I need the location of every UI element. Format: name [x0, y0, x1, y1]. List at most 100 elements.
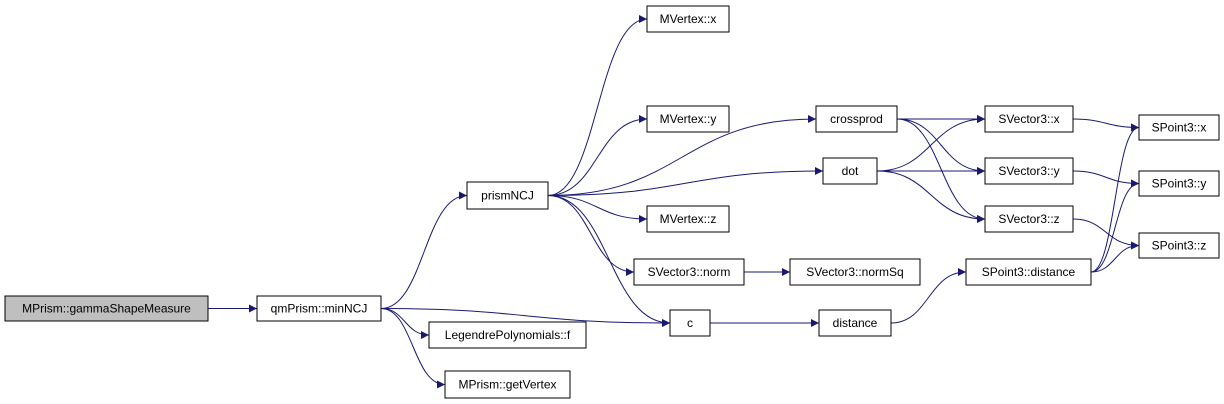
node-box [256, 295, 382, 322]
edge-distance-to-spoint3-distance [890, 268, 967, 324]
edge-line [1090, 241, 1140, 273]
edge-prismncj-to-svector3-norm [547, 195, 635, 276]
node-layer: MPrism::gammaShapeMeasure qmPrism::minNCJ… [4, 5, 1220, 399]
edge-line [876, 170, 986, 223]
node-box [789, 258, 921, 286]
node-box [646, 205, 730, 233]
edge-qmprism-minncj-to-c [380, 308, 671, 327]
edge-dot-to-svector3-x [876, 115, 986, 172]
edge-spoint3-distance-to-spoint3-y [1090, 179, 1140, 273]
edge-line [380, 308, 430, 339]
node-c[interactable]: c [669, 309, 711, 337]
node-label: LegendrePolynomials::f [445, 328, 571, 342]
node-spoint3-z[interactable]: SPoint3::z [1138, 232, 1220, 259]
node-mvertex-y[interactable]: MVertex::y [646, 105, 730, 133]
node-label: distance [833, 316, 878, 330]
node-box [965, 258, 1092, 286]
edge-qmprism-minncj-to-prismncj [380, 191, 468, 309]
node-box [428, 321, 587, 349]
edge-qmprism-minncj-to-mprism-getvertex [380, 308, 446, 389]
node-box [466, 181, 549, 210]
node-label: MPrism::getVertex [458, 378, 556, 392]
edge-line [547, 15, 648, 196]
edge-crossprod-to-svector3-y [896, 118, 986, 175]
edge-line [1090, 123, 1140, 273]
node-label: SVector3::normSq [806, 265, 903, 279]
edge-line [876, 115, 986, 172]
edge-line [1072, 118, 1140, 132]
node-box [818, 309, 892, 337]
edge-svector3-z-to-spoint3-z [1072, 218, 1140, 250]
node-label: MVertex::y [660, 112, 717, 126]
node-label: SPoint3::x [1152, 121, 1207, 135]
edge-svector3-y-to-spoint3-y [1072, 170, 1140, 188]
node-label: MVertex::z [660, 212, 717, 226]
node-label: MPrism::gammaShapeMeasure [22, 302, 191, 316]
node-label: SPoint3::y [1152, 177, 1207, 191]
node-svector3-x[interactable]: SVector3::x [984, 105, 1074, 133]
node-box [984, 157, 1074, 185]
edge-line [890, 268, 967, 324]
node-label: MVertex::x [660, 12, 717, 26]
node-box [984, 205, 1074, 233]
edge-prismncj-to-mvertex-x [547, 15, 648, 196]
edge-line [547, 115, 817, 196]
node-spoint3-distance[interactable]: SPoint3::distance [965, 258, 1092, 286]
edge-crossprod-to-svector3-z [896, 118, 986, 223]
node-spoint3-x[interactable]: SPoint3::x [1138, 114, 1220, 141]
node-box [646, 5, 730, 33]
edge-line [380, 308, 671, 327]
node-box [822, 157, 878, 185]
node-box [4, 295, 209, 322]
edge-qmprism-minncj-to-legendrepolynomials-f [380, 308, 430, 339]
edge-prismncj-to-c [547, 195, 671, 327]
edge-svector3-x-to-spoint3-x [1072, 118, 1140, 132]
node-svector3-normsq[interactable]: SVector3::normSq [789, 258, 921, 286]
node-box [669, 309, 711, 337]
edge-line [547, 115, 648, 196]
node-mprism-getvertex[interactable]: MPrism::getVertex [444, 370, 571, 399]
edge-line [1072, 218, 1140, 250]
edge-line [547, 195, 671, 327]
edge-prismncj-to-crossprod [547, 115, 817, 196]
node-label: SVector3::norm [648, 265, 731, 279]
edge-spoint3-distance-to-spoint3-z [1090, 241, 1140, 273]
node-label: crossprod [830, 112, 883, 126]
node-mprism-gammashapemeasure: MPrism::gammaShapeMeasure [4, 295, 209, 322]
node-box [1138, 170, 1220, 197]
node-mvertex-x[interactable]: MVertex::x [646, 5, 730, 33]
node-label: dot [842, 164, 859, 178]
edge-spoint3-distance-to-spoint3-x [1090, 123, 1140, 273]
node-qmprism-minncj[interactable]: qmPrism::minNCJ [256, 295, 382, 322]
node-dot[interactable]: dot [822, 157, 878, 185]
node-label: prismNCJ [481, 189, 534, 203]
edge-line [547, 195, 635, 276]
node-svector3-y[interactable]: SVector3::y [984, 157, 1074, 185]
edge-line [1072, 170, 1140, 188]
node-label: SPoint3::distance [982, 265, 1076, 279]
node-svector3-z[interactable]: SVector3::z [984, 205, 1074, 233]
node-mvertex-z[interactable]: MVertex::z [646, 205, 730, 233]
node-box [646, 105, 730, 133]
node-crossprod[interactable]: crossprod [815, 105, 898, 133]
node-prismncj[interactable]: prismNCJ [466, 181, 549, 210]
edge-line [380, 308, 446, 389]
node-label: SVector3::y [998, 164, 1059, 178]
node-box [444, 370, 571, 399]
node-legendrepolynomials-f[interactable]: LegendrePolynomials::f [428, 321, 587, 349]
edge-layer [208, 15, 1140, 389]
node-box [1138, 232, 1220, 259]
node-spoint3-y[interactable]: SPoint3::y [1138, 170, 1220, 197]
node-svector3-norm[interactable]: SVector3::norm [633, 258, 745, 286]
node-label: qmPrism::minNCJ [271, 302, 368, 316]
node-label: SVector3::x [998, 112, 1059, 126]
node-label: SVector3::z [998, 212, 1059, 226]
edge-line [896, 118, 986, 223]
node-box [633, 258, 745, 286]
node-box [1138, 114, 1220, 141]
edge-line [547, 195, 648, 223]
edge-prismncj-to-mvertex-z [547, 195, 648, 223]
node-distance[interactable]: distance [818, 309, 892, 337]
node-box [984, 105, 1074, 133]
